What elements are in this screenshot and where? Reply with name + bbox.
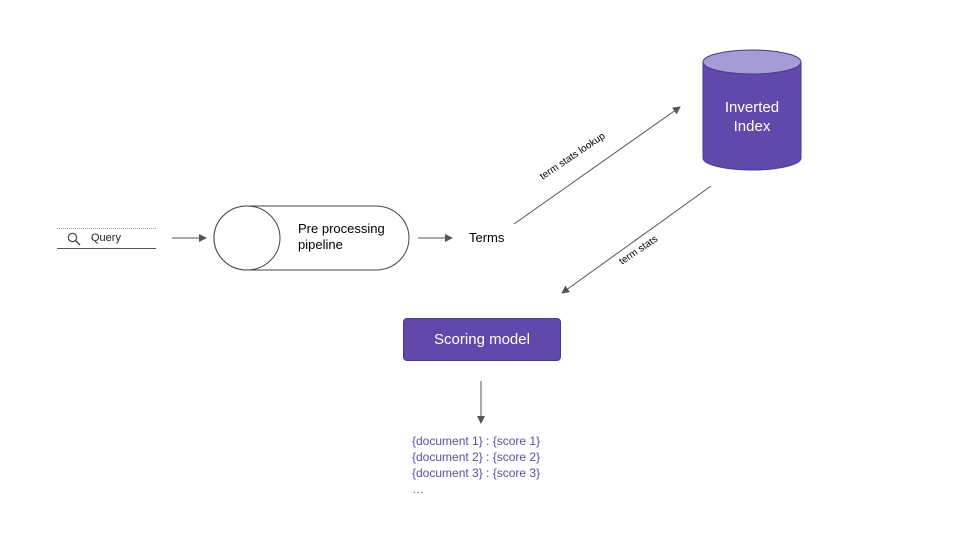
result-item-ellipsis: … xyxy=(412,482,424,496)
pipeline-shape xyxy=(213,205,410,271)
result-item: {document 3} : {score 3} xyxy=(412,466,541,480)
arrow-terms-to-index xyxy=(513,106,681,225)
result-item: {document 1} : {score 1} xyxy=(412,434,541,448)
index-database-shape xyxy=(702,49,802,171)
pipeline-label: Pre processing pipeline xyxy=(298,221,385,253)
index-label-line2: Index xyxy=(733,118,771,135)
arrow-index-to-scoring xyxy=(561,185,712,294)
query-search-field[interactable]: Query xyxy=(57,228,156,249)
terms-label: Terms xyxy=(469,230,505,245)
pipeline-label-line2: pipeline xyxy=(298,237,343,252)
search-icon xyxy=(67,232,81,246)
results-list: {document 1} : {score 1} {document 2} : … xyxy=(412,433,540,497)
result-item: {document 2} : {score 2} xyxy=(412,450,541,464)
index-label: Inverted Index xyxy=(703,98,801,136)
index-label-line1: Inverted xyxy=(724,99,780,116)
query-label: Query xyxy=(91,232,121,244)
pipeline-label-line1: Pre processing xyxy=(298,221,385,236)
scoring-model-box: Scoring model xyxy=(403,318,561,361)
